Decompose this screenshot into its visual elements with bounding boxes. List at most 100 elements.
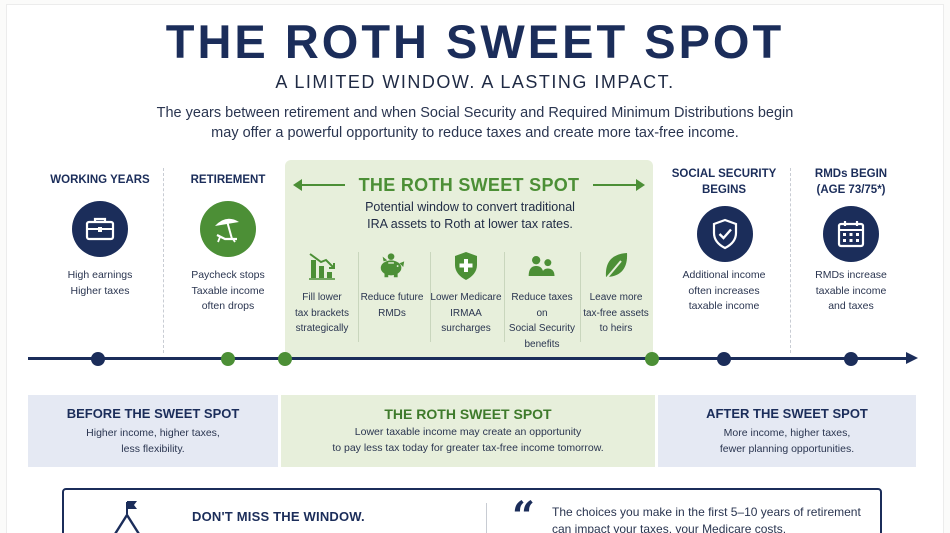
- summary-line: less flexibility.: [121, 442, 185, 455]
- phase-desc-retirement: Paycheck stops Taxable income often drop…: [168, 268, 288, 315]
- quote-line: can impact your taxes, your Medicare cos…: [552, 522, 787, 533]
- phase-title-social-security: SOCIAL SECURITY BEGINS: [664, 166, 784, 198]
- quote-line: The choices you make in the first 5–10 y…: [552, 505, 861, 519]
- benefit-label-line: RMDs: [378, 307, 406, 319]
- sweet-spot-desc-line: IRA assets to Roth at lower tax rates.: [367, 217, 573, 231]
- benefit-lower-irmaa: Lower Medicare IRMAA surcharges: [430, 250, 502, 337]
- benefit-label-line: IRMAA: [450, 307, 482, 319]
- quote-text: The choices you make in the first 5–10 y…: [552, 504, 872, 533]
- phase-desc-line: taxable income: [815, 284, 887, 297]
- timeline-dot-working: [91, 352, 105, 366]
- benefit-divider: [580, 252, 581, 342]
- summary-before-title: BEFORE THE SWEET SPOT: [66, 406, 240, 421]
- flag-icon: [114, 501, 140, 533]
- phase-desc-working-years: High earnings Higher taxes: [40, 268, 160, 299]
- phase-desc-line: taxable income: [688, 300, 760, 312]
- phase-title-line: BEGINS: [701, 184, 747, 196]
- phase-desc-line: Additional income: [682, 269, 766, 281]
- phase-desc-line: and taxes: [828, 300, 874, 312]
- phase-desc-line: High earnings: [67, 269, 133, 281]
- phase-desc-line: Taxable income: [191, 284, 265, 297]
- timeline-dot-sweet-end: [645, 352, 659, 366]
- timeline-dot-social-security: [717, 352, 731, 366]
- benefit-fill-brackets: Fill lower tax brackets strategically: [286, 250, 358, 337]
- phase-desc-line: Paycheck stops: [191, 269, 265, 281]
- page-title: THE ROTH SWEET SPOT: [165, 15, 785, 68]
- benefit-label-line: Reduce future: [360, 292, 424, 303]
- benefit-label-line: Reduce taxes on: [511, 292, 573, 319]
- benefit-label-line: to heirs: [599, 323, 633, 334]
- timeline-dot-sweet-start: [278, 352, 292, 366]
- summary-after-title: AFTER THE SWEET SPOT: [706, 406, 868, 421]
- calendar-icon: [823, 206, 879, 262]
- leaf-icon: [604, 253, 628, 281]
- phase-title-retirement: RETIREMENT: [190, 174, 266, 186]
- summary-during: THE ROTH SWEET SPOT Lower taxable income…: [281, 395, 655, 467]
- briefcase-icon: [72, 201, 128, 257]
- summary-line: to pay less tax today for greater tax-fr…: [332, 441, 604, 454]
- benefit-divider: [430, 252, 431, 342]
- benefit-label-line: tax-free assets: [583, 307, 649, 319]
- beach-umbrella-icon: [200, 201, 256, 257]
- medical-shield-icon: [455, 252, 477, 280]
- arrow-left-icon: [292, 179, 345, 191]
- phase-title-line: SOCIAL SECURITY: [671, 168, 777, 180]
- window-callout-box: [62, 488, 882, 533]
- phase-title-line: RMDs BEGIN: [814, 168, 888, 180]
- window-callout-title: DON'T MISS THE WINDOW.: [192, 509, 365, 524]
- summary-line: fewer planning opportunities.: [719, 442, 855, 455]
- phase-divider: [790, 168, 791, 353]
- benefit-label-line: strategically: [295, 323, 349, 334]
- benefit-divider: [358, 252, 359, 342]
- page-subtitle: A LIMITED WINDOW. A LASTING IMPACT.: [275, 72, 675, 92]
- sweet-spot-description: Potential window to convert traditional …: [320, 199, 620, 233]
- timeline-dot-rmds: [844, 352, 858, 366]
- benefit-label-line: Leave more: [589, 292, 643, 303]
- benefit-label-line: Lower Medicare: [430, 292, 502, 303]
- summary-after: AFTER THE SWEET SPOT More income, higher…: [658, 395, 916, 467]
- phase-desc-line: often drops: [201, 300, 255, 312]
- sweet-spot-header: THE ROTH SWEET SPOT: [290, 173, 648, 197]
- summary-line: Higher income, higher taxes,: [86, 427, 220, 439]
- phase-divider: [163, 168, 164, 353]
- people-icon: [528, 256, 555, 276]
- piggy-bank-icon: [380, 253, 405, 278]
- benefit-reduce-ss-taxes: Reduce taxes on Social Security benefits: [506, 250, 578, 352]
- arrow-right-icon: [593, 179, 646, 191]
- sweet-spot-title: THE ROTH SWEET SPOT: [358, 174, 580, 195]
- phase-desc-line: Higher taxes: [70, 284, 130, 297]
- timeline-line: [28, 357, 908, 360]
- intro-line: The years between retirement and when So…: [156, 105, 794, 121]
- benefit-label-line: surcharges: [441, 323, 491, 334]
- benefit-label-line: benefits: [524, 338, 560, 350]
- window-callout-divider: [486, 503, 487, 533]
- phase-desc-line: RMDs increase: [815, 269, 887, 281]
- benefit-label-line: Social Security: [508, 323, 576, 334]
- benefit-label-line: Fill lower: [302, 292, 342, 303]
- phase-desc-rmds: RMDs increase taxable income and taxes: [790, 268, 912, 315]
- benefit-label-line: tax brackets: [295, 307, 349, 319]
- intro-line: may offer a powerful opportunity to redu…: [211, 125, 739, 141]
- summary-line: More income, higher taxes,: [723, 427, 851, 439]
- bar-chart-down-icon: [309, 253, 335, 280]
- summary-before-text: Higher income, higher taxes, less flexib…: [28, 426, 278, 457]
- phase-title-working-years: WORKING YEARS: [50, 174, 150, 186]
- intro-text: The years between retirement and when So…: [120, 103, 830, 143]
- benefit-reduce-rmds: Reduce future RMDs: [356, 250, 428, 321]
- summary-during-text: Lower taxable income may create an oppor…: [281, 425, 655, 456]
- benefit-divider: [504, 252, 505, 342]
- phase-title-line: (AGE 73/75*): [816, 184, 886, 196]
- summary-line: Lower taxable income may create an oppor…: [354, 426, 582, 438]
- sweet-spot-desc-line: Potential window to convert traditional: [365, 200, 575, 214]
- timeline-arrow-icon: [906, 352, 918, 364]
- benefit-leave-heirs: Leave more tax-free assets to heirs: [580, 250, 652, 337]
- phase-title-rmds: RMDs BEGIN (AGE 73/75*): [790, 166, 912, 198]
- summary-during-title: THE ROTH SWEET SPOT: [384, 406, 552, 422]
- summary-after-text: More income, higher taxes, fewer plannin…: [658, 426, 916, 457]
- shield-check-icon: [697, 206, 753, 262]
- phase-desc-social-security: Additional income often increases taxabl…: [664, 268, 784, 315]
- quote-icon: “: [512, 493, 536, 533]
- phase-desc-line: often increases: [688, 284, 760, 297]
- timeline-dot-retirement: [221, 352, 235, 366]
